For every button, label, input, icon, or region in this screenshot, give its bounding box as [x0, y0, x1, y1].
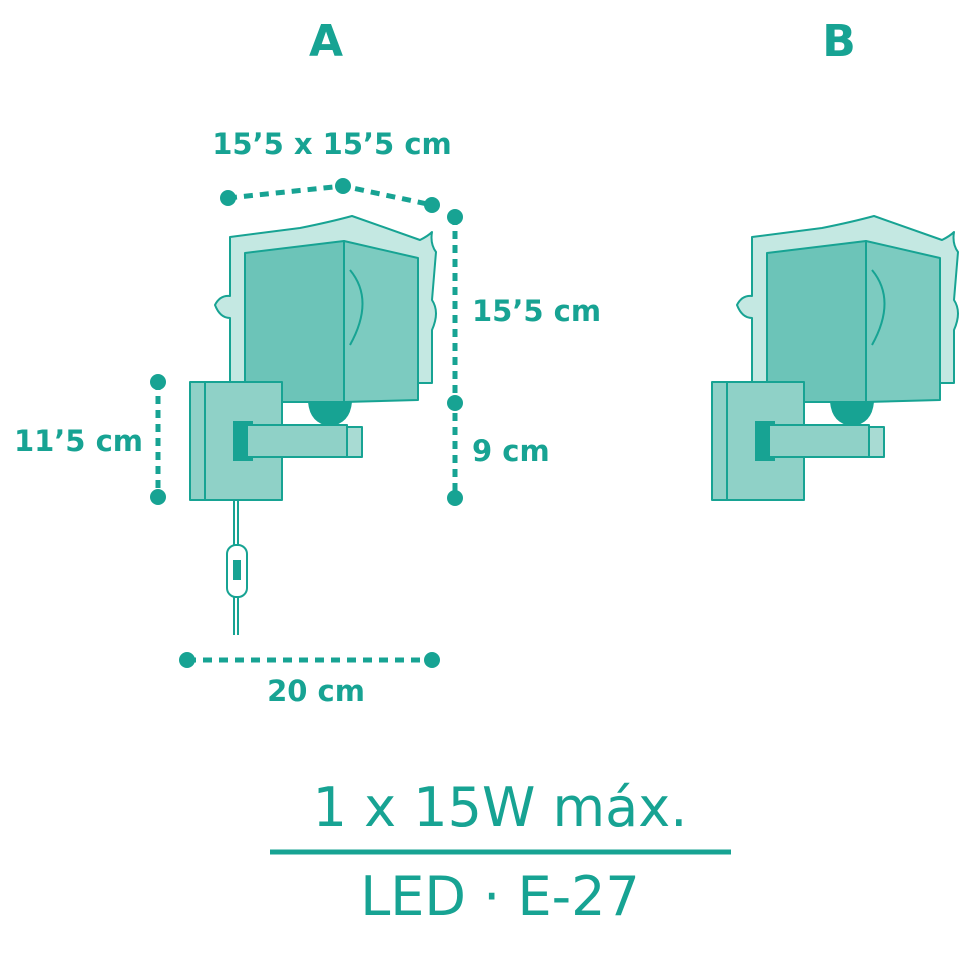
dimension-depth-line: [179, 652, 440, 668]
variant-a-label: A: [309, 16, 343, 67]
depth-label: 20 cm: [267, 674, 365, 708]
dimension-shade-footprint-line: [220, 178, 440, 213]
dimension-height-line: [447, 209, 463, 506]
shade-height-label: 15’5 cm: [472, 294, 601, 328]
lamp-b-illustration: [711, 215, 959, 501]
pull-cord-switch: [226, 500, 248, 635]
base-height-label: 11’5 cm: [14, 424, 143, 458]
power-spec: 1 x 15W máx.: [313, 776, 688, 839]
dimension-base-line: [150, 374, 166, 505]
arm-height-label: 9 cm: [472, 434, 550, 468]
variant-b-label: B: [822, 16, 856, 67]
bulb-spec: LED · E-27: [360, 865, 640, 928]
lamp-a-illustration: [189, 215, 437, 635]
shade-footprint-label: 15’5 x 15’5 cm: [212, 127, 452, 161]
